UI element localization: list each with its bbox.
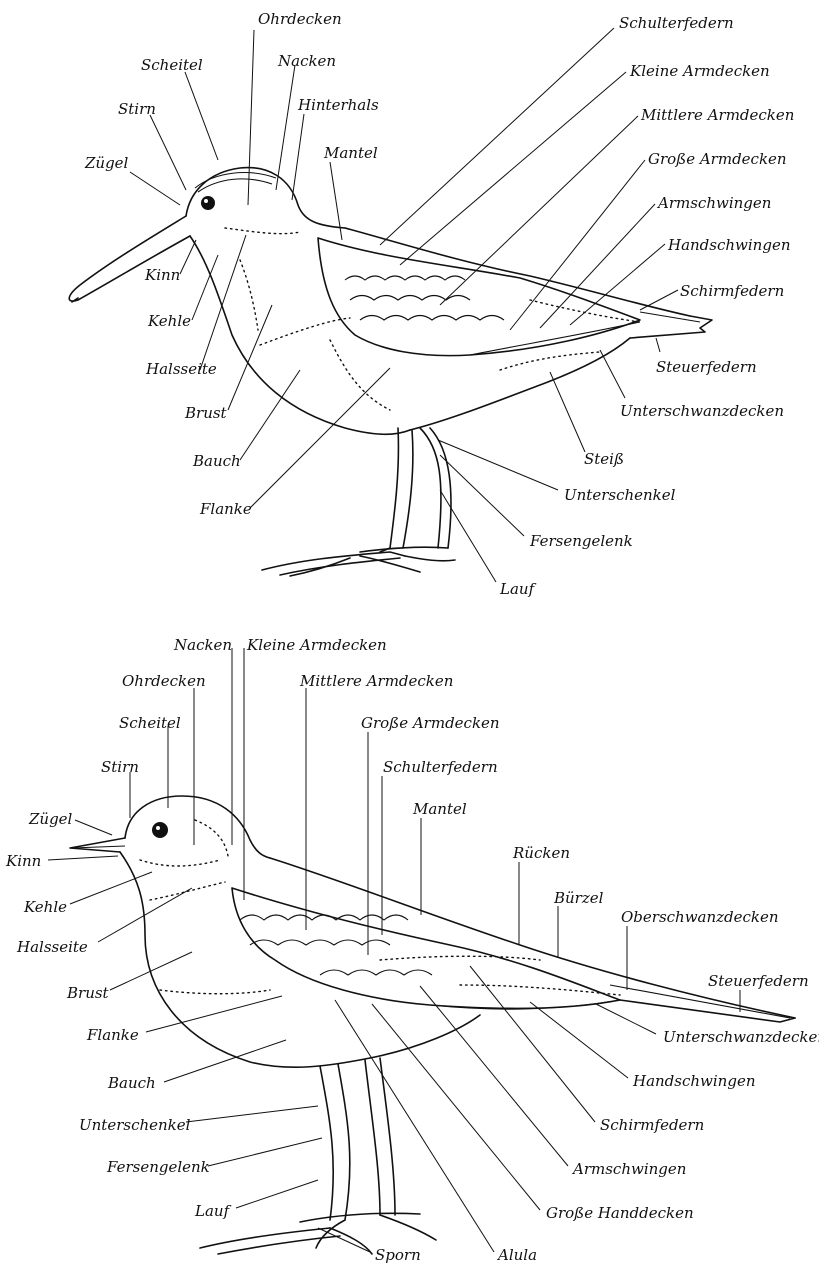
label-top-schulterfedern: Schulterfedern — [619, 14, 734, 32]
label-top-grosse-armdecken: Große Armdecken — [648, 150, 787, 168]
top-bird-labels: Ohrdecken Scheitel Nacken Stirn Hinterha… — [84, 10, 794, 598]
label-bot-steuerfedern: Steuerfedern — [708, 972, 809, 990]
bottom-bird-eye — [152, 822, 168, 838]
label-bot-grosse-armdecken: Große Armdecken — [361, 714, 500, 732]
bottom-bird-labels: Nacken Kleine Armdecken Ohrdecken Mittle… — [5, 636, 819, 1264]
label-top-steuerfedern: Steuerfedern — [656, 358, 757, 376]
label-top-kehle: Kehle — [147, 312, 191, 330]
label-bot-grosse-handdecken: Große Handdecken — [546, 1204, 694, 1222]
label-top-schirmfedern: Schirmfedern — [680, 282, 784, 300]
label-bot-armschwingen: Armschwingen — [571, 1160, 686, 1178]
label-top-stirn: Stirn — [118, 100, 156, 118]
label-top-lauf: Lauf — [499, 580, 537, 598]
label-top-handschwingen: Handschwingen — [667, 236, 790, 254]
label-bot-schulterfedern: Schulterfedern — [383, 758, 498, 776]
top-bird: Ohrdecken Scheitel Nacken Stirn Hinterha… — [69, 10, 794, 598]
label-top-zuegel: Zügel — [84, 154, 129, 172]
label-top-mittlere-armdecken: Mittlere Armdecken — [640, 106, 794, 124]
label-bot-scheitel: Scheitel — [119, 714, 181, 732]
label-bot-stirn: Stirn — [101, 758, 139, 776]
top-bird-eye — [201, 196, 215, 210]
label-top-brust: Brust — [184, 404, 228, 422]
label-bot-sporn: Sporn — [375, 1246, 421, 1264]
label-bot-alula: Alula — [496, 1246, 537, 1264]
label-top-bauch: Bauch — [192, 452, 241, 470]
label-bot-unterschwanzdecken: Unterschwanzdecken — [663, 1028, 819, 1046]
label-top-unterschwanzdecken: Unterschwanzdecken — [620, 402, 784, 420]
label-top-kinn: Kinn — [144, 266, 180, 284]
bottom-bird: Nacken Kleine Armdecken Ohrdecken Mittle… — [5, 636, 819, 1264]
label-bot-kehle: Kehle — [23, 898, 67, 916]
label-bot-mittlere-armdecken: Mittlere Armdecken — [299, 672, 453, 690]
label-top-ohrdecken: Ohrdecken — [258, 10, 342, 28]
label-bot-zuegel: Zügel — [28, 810, 73, 828]
label-top-mantel: Mantel — [323, 144, 378, 162]
label-bot-mantel: Mantel — [412, 800, 467, 818]
label-bot-buerzel: Bürzel — [553, 889, 604, 907]
label-bot-kinn: Kinn — [5, 852, 41, 870]
label-bot-lauf: Lauf — [194, 1202, 232, 1220]
label-top-scheitel: Scheitel — [141, 56, 203, 74]
label-bot-brust: Brust — [66, 984, 110, 1002]
label-bot-ohrdecken: Ohrdecken — [122, 672, 206, 690]
label-bot-bauch: Bauch — [107, 1074, 156, 1092]
label-bot-oberschwanzdecken: Oberschwanzdecken — [621, 908, 779, 926]
label-bot-unterschenkel: Unterschenkel — [79, 1116, 191, 1134]
label-top-flanke: Flanke — [199, 500, 252, 518]
label-bot-schirmfedern: Schirmfedern — [600, 1116, 704, 1134]
label-bot-halsseite: Halsseite — [16, 938, 88, 956]
label-bot-ruecken: Rücken — [512, 844, 570, 862]
label-bot-flanke: Flanke — [86, 1026, 139, 1044]
label-bot-nacken: Nacken — [173, 636, 232, 654]
label-bot-handschwingen: Handschwingen — [632, 1072, 755, 1090]
label-top-armschwingen: Armschwingen — [656, 194, 771, 212]
label-top-hinterhals: Hinterhals — [297, 96, 379, 114]
label-top-kleine-armdecken: Kleine Armdecken — [629, 62, 770, 80]
bottom-bird-drawing — [70, 796, 795, 1254]
label-top-steiss: Steiß — [584, 450, 624, 468]
label-bot-kleine-armdecken: Kleine Armdecken — [246, 636, 387, 654]
label-top-unterschenkel: Unterschenkel — [564, 486, 676, 504]
label-bot-fersengelenk: Fersengelenk — [106, 1158, 210, 1176]
label-top-nacken: Nacken — [277, 52, 336, 70]
label-top-halsseite: Halsseite — [145, 360, 217, 378]
label-top-fersengelenk: Fersengelenk — [529, 532, 633, 550]
